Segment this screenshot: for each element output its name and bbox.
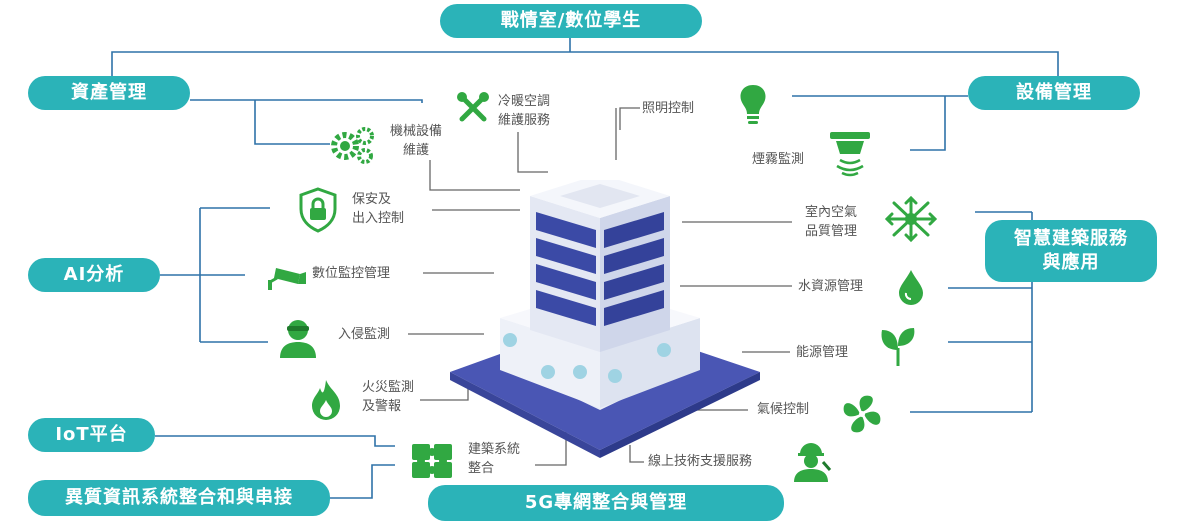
remote-support-label: 線上技術支援服務 [648, 454, 753, 469]
bms-label: 建築系統整合 [468, 442, 521, 476]
smart-building-pill: 智慧建築服務 與應用 [985, 220, 1157, 282]
shield-lock-icon [299, 187, 337, 233]
hvac-label: 冷暖空調維護服務 [498, 94, 551, 128]
war-room-label: 戰情室/數位學生 [500, 10, 642, 31]
equipment-management-pill: 設備管理 [968, 76, 1140, 110]
flame-icon [312, 380, 340, 420]
smoke-label: 煙霧監測 [752, 152, 805, 167]
war-room-pill: 戰情室/數位學生 [440, 4, 702, 38]
network-label: 5G專網整合與管理 [524, 492, 688, 513]
ai-analysis-pill: AI分析 [28, 258, 160, 292]
gears-icon [331, 127, 374, 164]
tools-icon [457, 92, 489, 122]
cctv-label: 數位監控管理 [312, 266, 391, 281]
water-drop-icon [899, 270, 923, 305]
fire-label: 火災監測及警報 [362, 380, 415, 414]
air-quality-icon [884, 195, 938, 243]
intrusion-label: 入侵監測 [338, 327, 391, 342]
smoke-detector-icon [830, 132, 870, 177]
puzzle-icon [412, 444, 452, 478]
leaf-icon [881, 328, 915, 366]
energy-label: 能源管理 [796, 345, 849, 360]
network-pill: 5G專網整合與管理 [428, 485, 784, 521]
equipment-management-label: 設備管理 [1016, 82, 1092, 103]
building-illustration [450, 180, 760, 458]
water-label: 水資源管理 [798, 279, 864, 294]
lighting-label: 照明控制 [642, 101, 695, 116]
asset-management-pill: 資產管理 [28, 76, 190, 110]
asset-management-label: 資產管理 [71, 82, 147, 103]
person-icon [280, 320, 316, 358]
security-label: 保安及出入控制 [352, 192, 405, 226]
cctv-camera-icon [268, 268, 306, 290]
mechanical-label: 機械設備維護 [390, 124, 443, 158]
integration-label: 異質資訊系統整合和與串接 [65, 487, 293, 508]
climate-label: 氣候控制 [757, 402, 810, 417]
ai-analysis-label: AI分析 [63, 264, 125, 285]
fan-icon [843, 395, 881, 433]
iot-platform-label: IoT平台 [55, 424, 128, 445]
smart-building-label-1: 智慧建築服務 [1014, 228, 1128, 249]
iot-platform-pill: IoT平台 [28, 418, 155, 452]
integration-pill: 異質資訊系統整合和與串接 [28, 480, 330, 516]
air-quality-label: 室內空氣品質管理 [805, 205, 858, 239]
technician-icon [794, 443, 832, 482]
smart-building-label-2: 與應用 [1042, 252, 1100, 273]
lightbulb-icon [740, 85, 766, 124]
